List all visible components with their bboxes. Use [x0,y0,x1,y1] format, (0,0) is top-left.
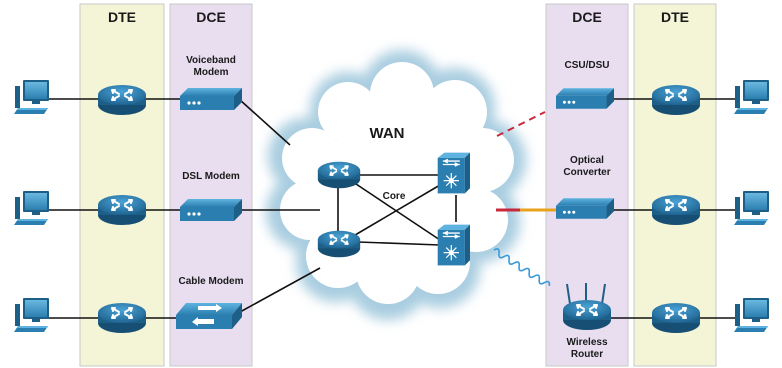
wireless-router-icon[interactable] [562,283,612,331]
pc-icon[interactable] [734,191,769,225]
router-icon[interactable] [97,194,147,226]
router-icon[interactable] [316,229,362,259]
wan-cloud: WAN [266,50,526,320]
pc-icon[interactable] [14,298,49,332]
left-dte-header: DTE [108,9,136,25]
dsl-modem[interactable]: DSL Modem [180,171,242,221]
wan-title: WAN [370,125,405,142]
wireless-router-label-1: Wireless [566,337,607,348]
cable-modem-icon[interactable] [176,303,242,329]
pc-icon[interactable] [14,80,49,114]
cable-modem-label: Cable Modem [178,276,243,287]
optical-converter-label-1: Optical [570,155,604,166]
router-icon[interactable] [97,84,147,116]
optical-converter[interactable]: Optical Converter [556,155,614,219]
left-links [48,98,321,319]
modem-icon[interactable] [180,199,242,221]
csu-dsu[interactable]: CSU/DSU [556,60,614,109]
wireless-router-label-2: Router [571,349,603,360]
dsl-modem-label: DSL Modem [182,171,240,182]
core-label: Core [383,191,406,202]
right-dte-header: DTE [661,9,689,25]
right-links [493,98,736,319]
router-icon[interactable] [651,84,701,116]
left-dce-header: DCE [196,9,226,25]
modem-icon[interactable] [556,88,614,109]
voiceband-modem[interactable]: Voiceband Modem [180,55,242,110]
pc-icon[interactable] [14,191,49,225]
pc-icon[interactable] [734,80,769,114]
multilayer-switch-icon[interactable] [436,223,470,267]
modem-icon[interactable] [180,88,242,110]
right-dce-header: DCE [572,9,602,25]
router-icon[interactable] [651,302,701,334]
wireless-router[interactable]: Wireless Router [562,283,612,360]
router-icon[interactable] [651,194,701,226]
core-links [337,174,457,246]
pc-icon[interactable] [734,298,769,332]
router-icon[interactable] [316,160,362,190]
optical-converter-label-2: Converter [563,167,610,178]
router-icon[interactable] [97,302,147,334]
csu-dsu-label: CSU/DSU [564,60,609,71]
voiceband-modem-label-1: Voiceband [186,55,236,66]
cable-modem[interactable]: Cable Modem [176,276,244,329]
multilayer-switch-icon[interactable] [436,151,470,195]
voiceband-modem-label-2: Modem [194,67,229,78]
modem-icon[interactable] [556,198,614,219]
